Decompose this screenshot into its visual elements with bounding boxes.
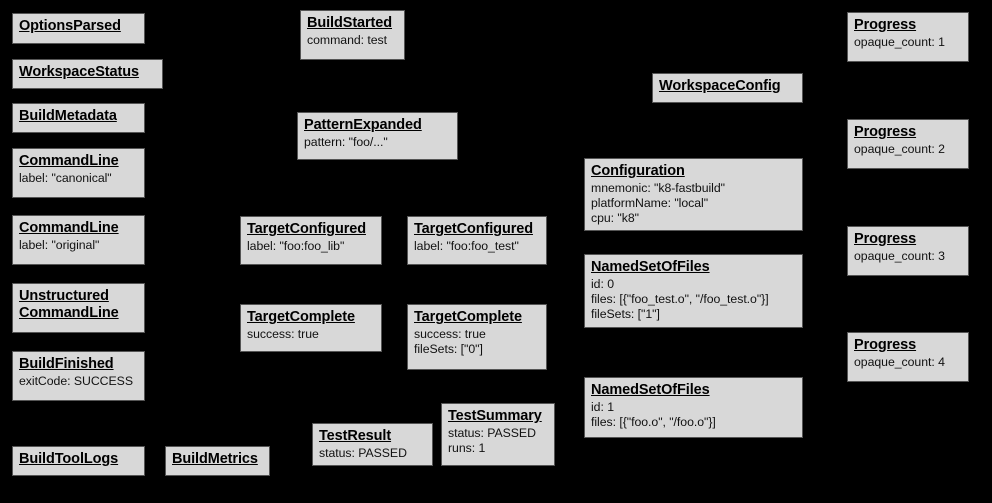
node-fields: pattern: "foo/..." xyxy=(304,135,451,150)
node-field: status: PASSED xyxy=(319,446,407,460)
node-progress-3[interactable]: Progress opaque_count: 3 xyxy=(847,226,969,276)
node-test-result[interactable]: TestResult status: PASSED xyxy=(312,423,433,466)
node-field: label: "foo:foo_lib" xyxy=(247,239,345,253)
node-command-line-canonical[interactable]: CommandLine label: "canonical" xyxy=(12,148,145,198)
node-build-tool-logs[interactable]: BuildToolLogs xyxy=(12,446,145,476)
node-title: Progress xyxy=(854,124,917,140)
node-title: BuildMetadata xyxy=(19,108,117,124)
node-field: command: test xyxy=(307,33,387,47)
node-field: pattern: "foo/..." xyxy=(304,135,388,149)
node-field: success: true xyxy=(247,327,319,341)
node-title: BuildFinished xyxy=(19,356,114,372)
node-fields: label: "canonical" xyxy=(19,171,138,186)
node-build-finished[interactable]: BuildFinished exitCode: SUCCESS xyxy=(12,351,145,401)
node-field: id: 1 xyxy=(591,400,614,414)
node-build-metadata[interactable]: BuildMetadata xyxy=(12,103,145,133)
node-fields: opaque_count: 4 xyxy=(854,355,962,370)
node-fields: mnemonic: "k8-fastbuild"platformName: "l… xyxy=(591,181,796,226)
node-fields: opaque_count: 3 xyxy=(854,249,962,264)
node-fields: success: true xyxy=(247,327,375,342)
node-workspace-status[interactable]: WorkspaceStatus xyxy=(12,59,163,89)
node-title: TargetComplete xyxy=(414,309,522,325)
node-progress-2[interactable]: Progress opaque_count: 2 xyxy=(847,119,969,169)
node-build-started[interactable]: BuildStarted command: test xyxy=(300,10,405,60)
node-fields: command: test xyxy=(307,33,398,48)
node-fields: opaque_count: 1 xyxy=(854,35,962,50)
node-title: Progress xyxy=(854,231,917,247)
node-field: label: "foo:foo_test" xyxy=(414,239,519,253)
node-title: NamedSetOfFiles xyxy=(591,259,710,275)
node-title: TargetComplete xyxy=(247,309,355,325)
node-workspace-config[interactable]: WorkspaceConfig xyxy=(652,73,803,103)
node-field: mnemonic: "k8-fastbuild" xyxy=(591,181,725,195)
node-title: WorkspaceStatus xyxy=(19,64,139,80)
node-field: files: [{"foo_test.o", "/foo_test.o"}] xyxy=(591,292,769,306)
node-fields: label: "original" xyxy=(19,238,138,253)
node-field: fileSets: ["1"] xyxy=(591,307,660,321)
node-field: opaque_count: 4 xyxy=(854,355,945,369)
node-field: id: 0 xyxy=(591,277,614,291)
node-fields: opaque_count: 2 xyxy=(854,142,962,157)
node-field: opaque_count: 3 xyxy=(854,249,945,263)
node-field: label: "canonical" xyxy=(19,171,112,185)
node-fields: label: "foo:foo_test" xyxy=(414,239,540,254)
node-title: BuildStarted xyxy=(307,15,393,31)
node-configuration[interactable]: Configuration mnemonic: "k8-fastbuild"pla… xyxy=(584,158,803,231)
node-field: runs: 1 xyxy=(448,441,486,455)
node-title: PatternExpanded xyxy=(304,117,422,133)
node-title: TestSummary xyxy=(448,408,542,424)
node-title: OptionsParsed xyxy=(19,18,121,34)
node-title: Configuration xyxy=(591,163,685,179)
node-field: opaque_count: 1 xyxy=(854,35,945,49)
node-options-parsed[interactable]: OptionsParsed xyxy=(12,13,145,44)
node-title: BuildMetrics xyxy=(172,451,258,467)
node-field: cpu: "k8" xyxy=(591,211,639,225)
node-field: label: "original" xyxy=(19,238,100,252)
node-build-metrics[interactable]: BuildMetrics xyxy=(165,446,270,476)
node-title: TargetConfigured xyxy=(414,221,533,237)
node-field: exitCode: SUCCESS xyxy=(19,374,133,388)
node-title: CommandLine xyxy=(19,153,119,169)
node-field: success: true xyxy=(414,327,486,341)
node-target-complete-lib[interactable]: TargetComplete success: true xyxy=(240,304,382,352)
node-command-line-original[interactable]: CommandLine label: "original" xyxy=(12,215,145,265)
node-title: BuildToolLogs xyxy=(19,451,119,467)
node-field: files: [{"foo.o", "/foo.o"}] xyxy=(591,415,716,429)
node-target-configured-foo-lib[interactable]: TargetConfigured label: "foo:foo_lib" xyxy=(240,216,382,265)
node-target-configured-foo-test[interactable]: TargetConfigured label: "foo:foo_test" xyxy=(407,216,547,265)
node-progress-1[interactable]: Progress opaque_count: 1 xyxy=(847,12,969,62)
node-title: WorkspaceConfig xyxy=(659,78,781,94)
node-title: TargetConfigured xyxy=(247,221,366,237)
node-field: fileSets: ["0"] xyxy=(414,342,483,356)
node-progress-4[interactable]: Progress opaque_count: 4 xyxy=(847,332,969,382)
node-pattern-expanded[interactable]: PatternExpanded pattern: "foo/..." xyxy=(297,112,458,160)
node-field: opaque_count: 2 xyxy=(854,142,945,156)
node-title: CommandLine xyxy=(19,220,119,236)
node-title: Progress xyxy=(854,17,917,33)
node-title: TestResult xyxy=(319,428,392,444)
node-field: platformName: "local" xyxy=(591,196,709,210)
node-fields: status: PASSED xyxy=(319,446,426,461)
node-title: NamedSetOfFiles xyxy=(591,382,710,398)
node-field: status: PASSED xyxy=(448,426,536,440)
node-title: Progress xyxy=(854,337,917,353)
node-unstructured-command-line[interactable]: Unstructured CommandLine xyxy=(12,283,145,333)
node-fields: exitCode: SUCCESS xyxy=(19,374,138,389)
node-fields: label: "foo:foo_lib" xyxy=(247,239,375,254)
node-title: Unstructured CommandLine xyxy=(19,288,119,321)
